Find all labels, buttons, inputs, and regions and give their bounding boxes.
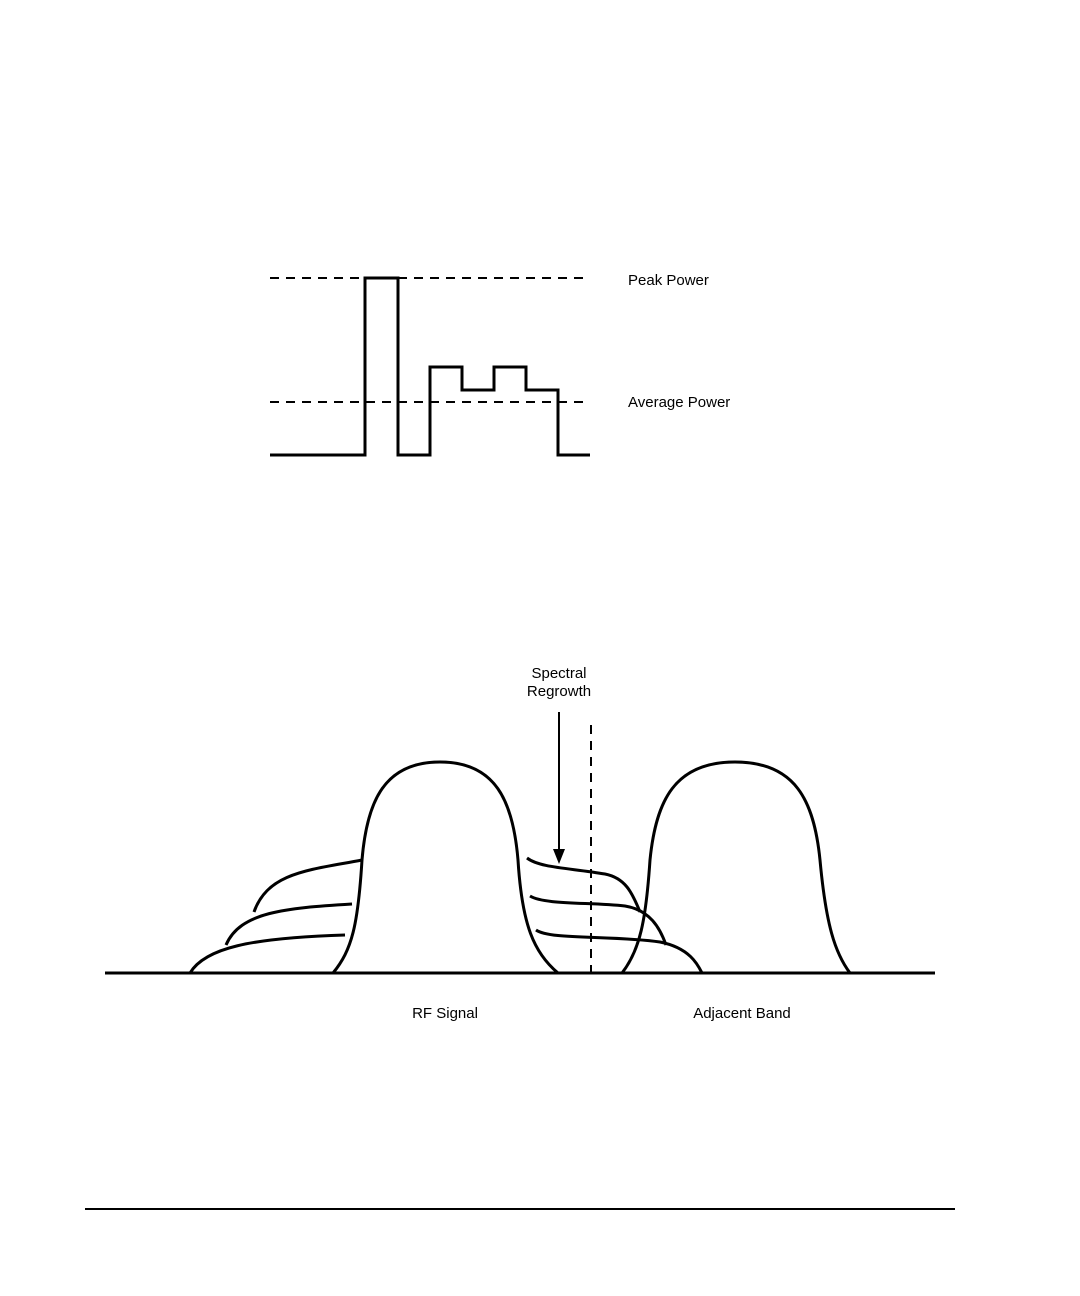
spectral-regrowth-label-line2: Regrowth <box>527 683 591 700</box>
rf-signal-hump <box>333 762 558 973</box>
spectral-regrowth-label-line1: Spectral <box>531 665 586 682</box>
regrowth-arrow-head <box>553 849 565 864</box>
rf-signal-label: RF Signal <box>412 1005 478 1022</box>
adjacent-band-label: Adjacent Band <box>693 1005 791 1022</box>
peak-power-label: Peak Power <box>628 272 709 289</box>
power-diagram: Peak Power Average Power <box>270 272 730 455</box>
spectrum-diagram: Spectral Regrowth RF Signal Adjacent Ban… <box>105 665 935 1022</box>
average-power-label: Average Power <box>628 394 730 411</box>
left-skirt-low <box>190 935 345 973</box>
right-skirt-low <box>536 930 702 973</box>
power-waveform <box>270 278 590 455</box>
